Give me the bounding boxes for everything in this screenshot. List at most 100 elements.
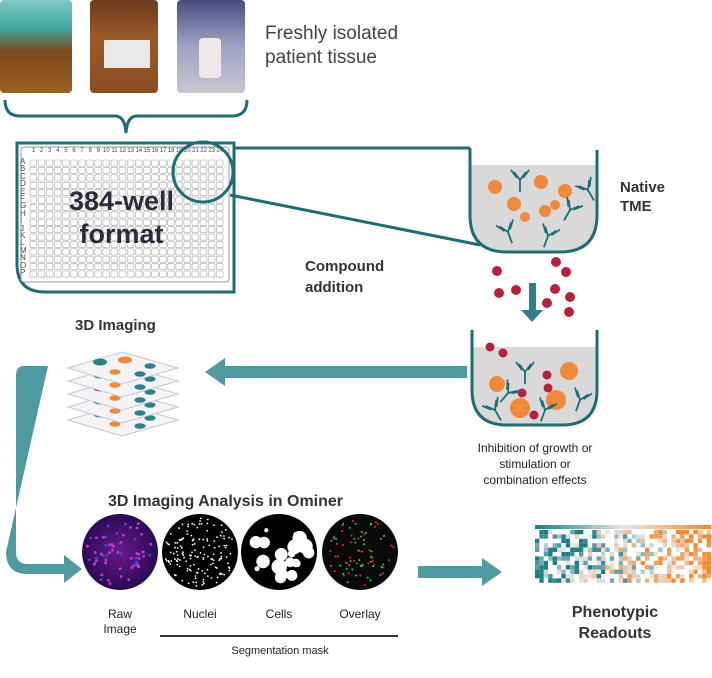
heatmap-cell — [706, 556, 711, 561]
nucleus-dot — [197, 568, 200, 570]
heatmap-cell — [543, 560, 549, 566]
heatmap-cell — [640, 556, 645, 561]
heatmap-cell — [605, 578, 610, 583]
well — [70, 270, 78, 278]
tumor-cell — [539, 205, 551, 217]
well — [53, 255, 62, 263]
heatmap-cell — [587, 547, 593, 552]
well — [159, 248, 167, 256]
well — [183, 181, 191, 189]
well — [62, 233, 70, 241]
heatmap-cell — [645, 543, 650, 548]
heatmap-cell — [653, 569, 659, 574]
well — [94, 189, 102, 197]
well — [45, 204, 54, 211]
well — [151, 255, 159, 263]
well — [94, 241, 102, 248]
heatmap-cell — [574, 574, 579, 579]
compound-dots — [492, 257, 575, 317]
well — [143, 174, 151, 182]
heatmap-cell — [631, 565, 637, 570]
row-label: F — [20, 194, 25, 203]
heatmap-cell — [689, 574, 694, 579]
heatmap-cell — [658, 556, 663, 561]
overlay-dot — [351, 568, 354, 571]
left-arrow — [205, 358, 467, 386]
nucleus-dot — [194, 577, 197, 580]
stain-dot — [140, 532, 143, 536]
stain-dot — [99, 552, 103, 556]
heatmap-cell — [605, 538, 610, 544]
heatmap-cell — [587, 534, 593, 539]
heatmap-cell — [614, 538, 619, 544]
well — [135, 270, 143, 278]
heatmap-cell — [561, 560, 566, 566]
well — [37, 211, 46, 219]
heatmap-header-cell — [662, 525, 667, 529]
well — [70, 204, 78, 211]
overlay-dot — [347, 572, 350, 575]
well — [78, 270, 86, 278]
nucleus-dot — [178, 527, 180, 529]
heatmap-cell — [548, 538, 553, 544]
well — [102, 159, 111, 167]
heatmap-cell — [574, 578, 579, 583]
nucleus-dot — [223, 535, 225, 537]
heatmap-cell — [667, 538, 672, 544]
heatmap-cell — [640, 534, 645, 539]
heatmap-cell — [702, 560, 707, 566]
heatmap-header-cell — [658, 525, 663, 529]
heatmap-cell — [614, 543, 619, 548]
heatmap-cell — [662, 530, 667, 535]
antibody-icon — [563, 196, 584, 221]
well — [183, 241, 191, 248]
heatmap-cell — [605, 569, 610, 574]
heatmap-cell — [706, 569, 711, 574]
nucleus-dot — [206, 538, 209, 540]
well — [45, 167, 54, 174]
heatmap-cell — [623, 552, 628, 557]
heatmap-cell — [583, 560, 588, 566]
heatmap-header-cell — [693, 525, 698, 529]
heatmap-cell — [667, 530, 672, 535]
heatmap-cell — [697, 530, 703, 535]
well — [159, 196, 167, 204]
well — [45, 189, 54, 197]
well — [37, 167, 46, 174]
heatmap-cell — [689, 560, 694, 566]
heatmap-cell — [605, 530, 610, 535]
heatmap-cell — [689, 552, 694, 557]
well — [102, 204, 111, 211]
well — [45, 226, 54, 234]
overlay-dot — [357, 549, 360, 552]
heatmap-cell — [697, 547, 703, 552]
heatmap-cell — [557, 569, 562, 574]
compound-dot — [517, 388, 527, 398]
nucleus-dot — [231, 538, 233, 541]
well — [159, 189, 167, 197]
nucleus-dot — [223, 573, 226, 576]
heatmap-cell — [697, 569, 703, 574]
heatmap-cell — [601, 543, 606, 548]
well — [126, 233, 135, 241]
well — [126, 159, 135, 167]
plate-title-line: 384-well — [68, 186, 175, 216]
nucleus-dot — [208, 544, 211, 547]
heatmap-cell — [548, 556, 553, 561]
heatmap-cell — [680, 578, 685, 583]
brace — [3, 99, 249, 134]
nucleus-dot — [202, 538, 205, 541]
nucleus-dot — [195, 581, 197, 584]
heatmap-cell — [649, 530, 654, 535]
heatmap-cell — [535, 560, 540, 566]
well — [216, 270, 224, 278]
heatmap-header-cell — [552, 525, 557, 529]
heatmap-cell — [658, 530, 663, 535]
heatmap-cell — [684, 530, 689, 535]
well — [53, 241, 62, 248]
heatmap-cell — [552, 569, 557, 574]
heatmap-cell — [631, 547, 637, 552]
well — [37, 189, 46, 197]
heatmap-cell — [539, 569, 544, 574]
heatmap-cell — [662, 556, 667, 561]
